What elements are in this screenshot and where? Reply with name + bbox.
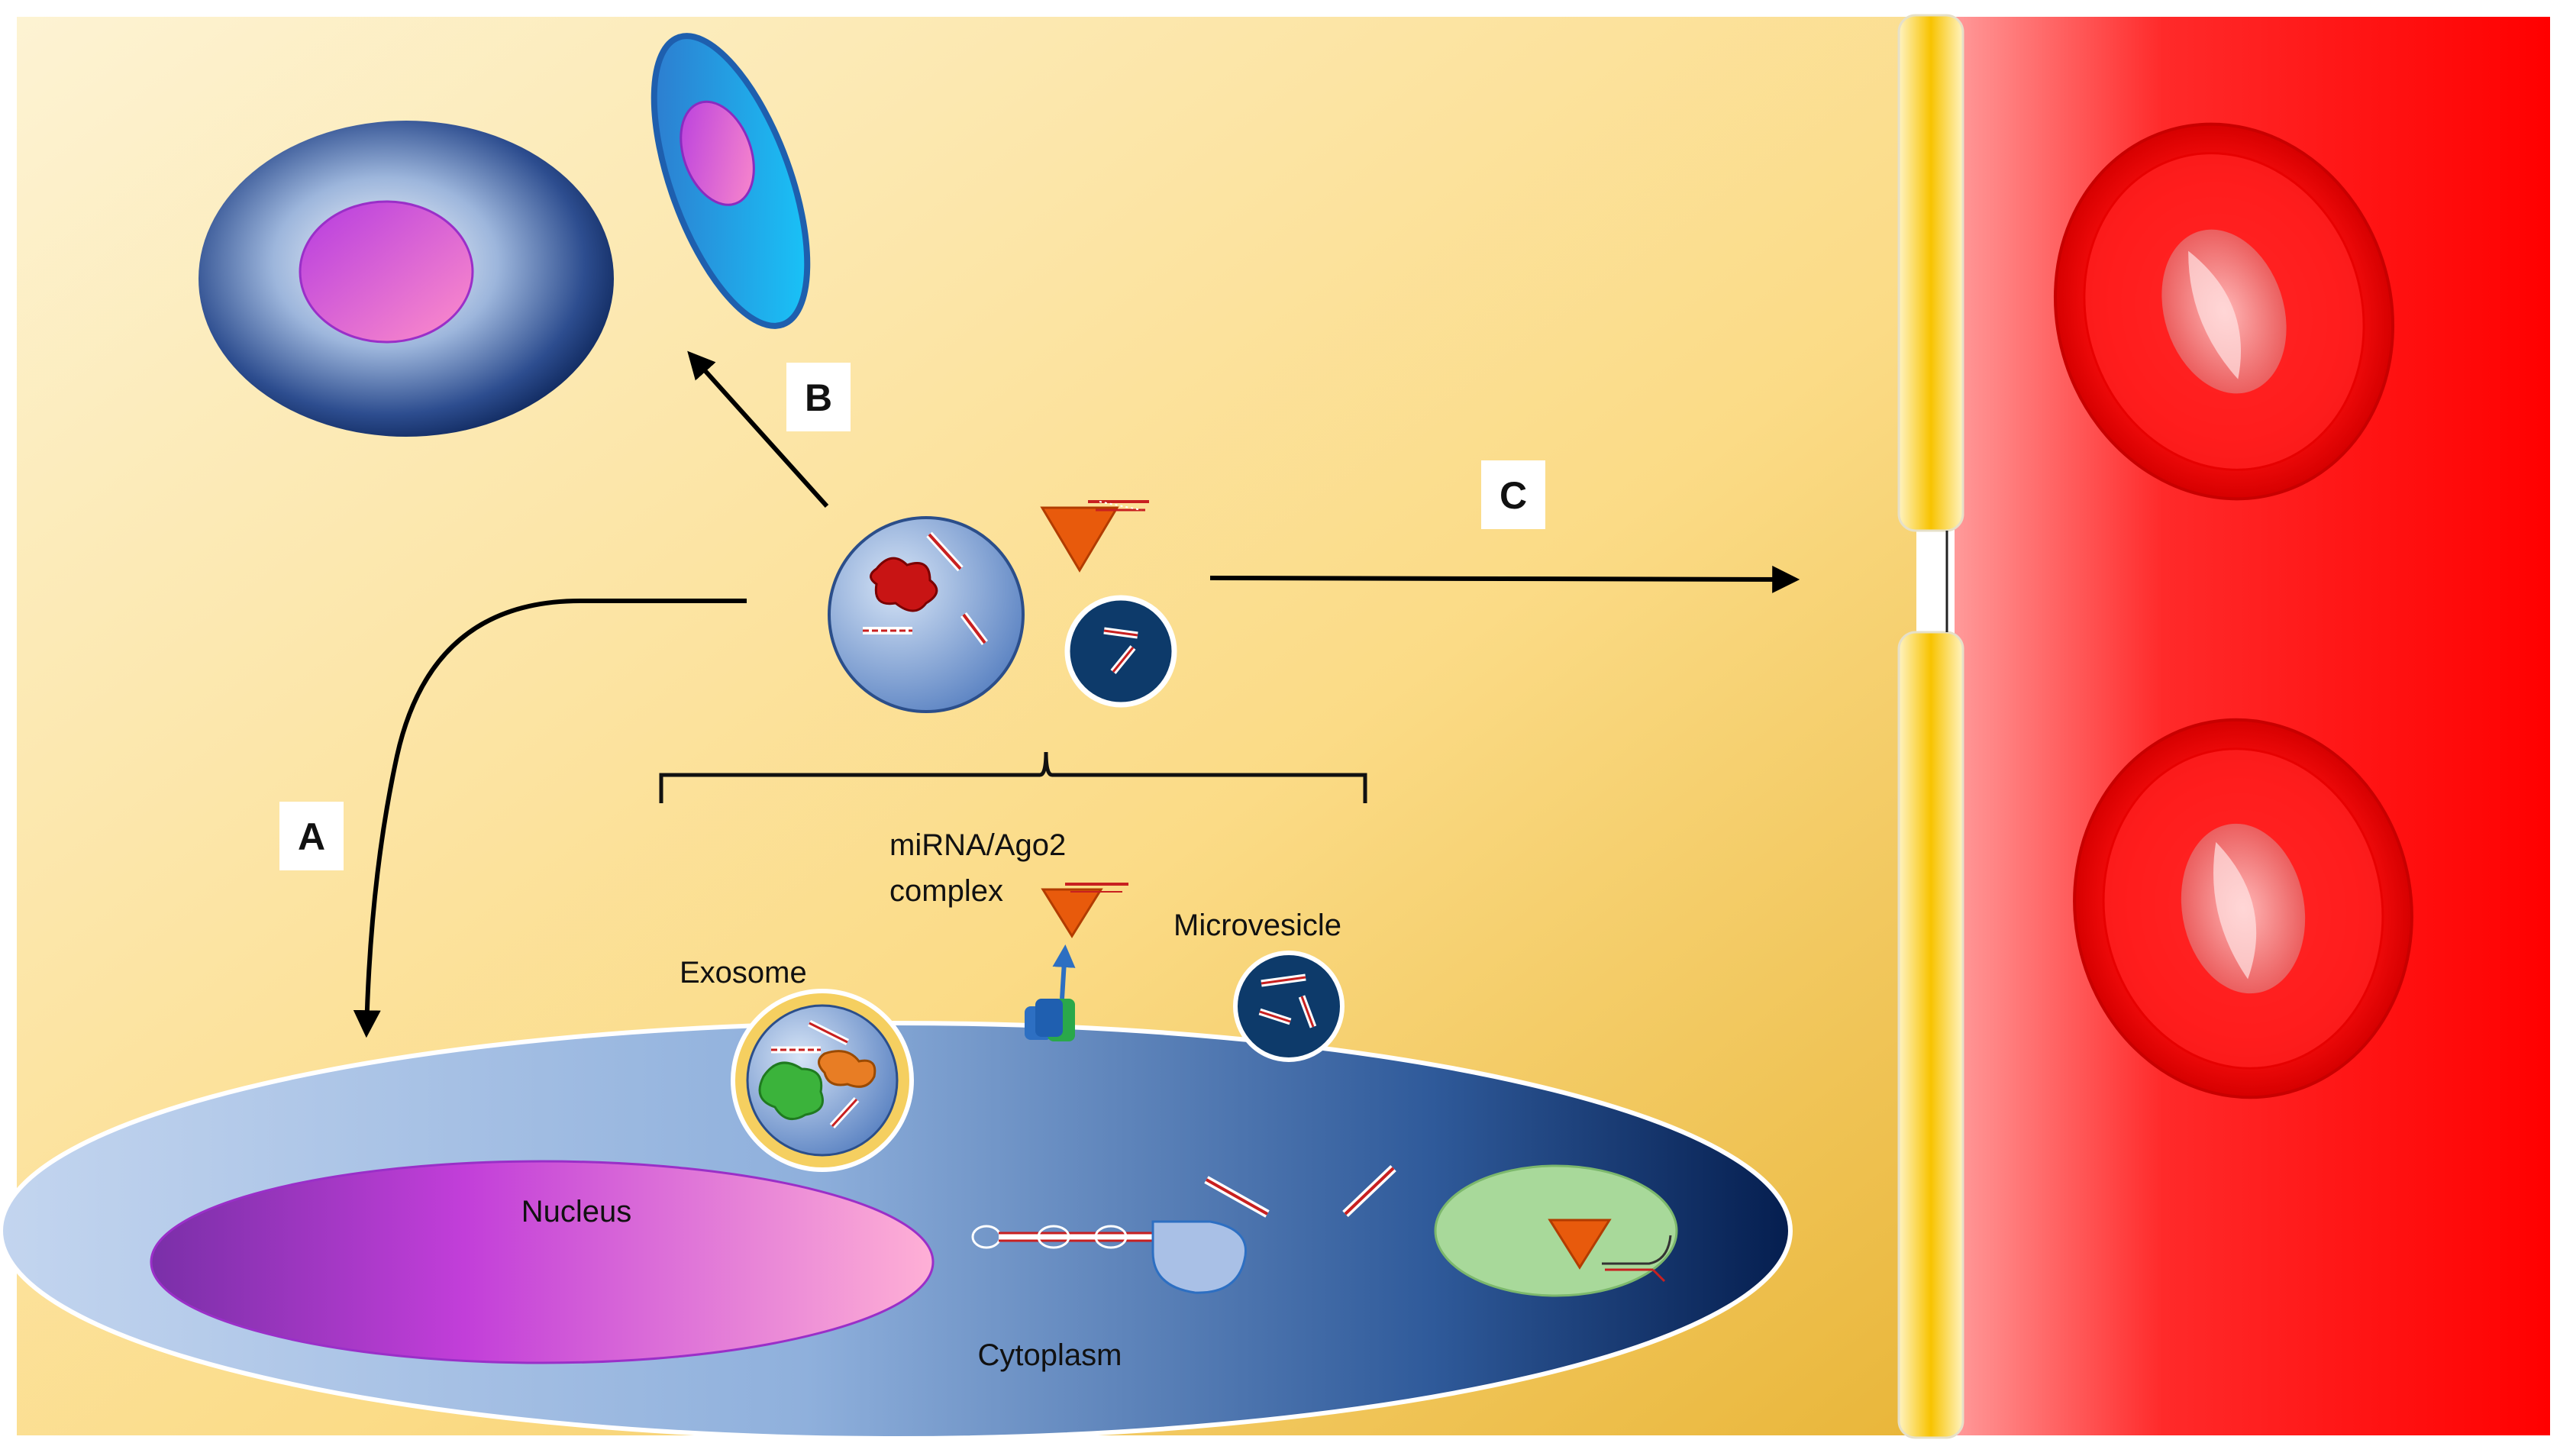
target-cell-oval [199,121,614,437]
mature-mirna-icon [1204,1176,1270,1218]
mature-mirna-icon [1342,1165,1396,1217]
grouping-brace [659,751,1367,803]
target-mrna-icon [1602,1235,1672,1265]
risc-compartment [1434,1164,1678,1297]
label-c: C [1500,474,1527,517]
protein-red-icon [870,557,938,612]
mirna-strand-icon [1103,627,1138,639]
mirna-strand-icon [1110,645,1136,674]
target-cell-oval-nucleus [299,200,474,344]
mirna-ago2-label-line2: complex [889,874,1003,908]
secretion-arrow [1052,944,1076,999]
label-a: A [298,815,325,858]
budding-microvesicle [1233,951,1345,1062]
label-box-a: A [279,802,344,870]
mirna-duplex-icon [1088,500,1149,512]
ago2-complex-secreting [1041,883,1128,999]
protein-orange-icon [818,1050,876,1088]
ago2-triangle-icon [1040,506,1119,573]
mirna-ago2-label-line1: miRNA/Ago2 [889,828,1066,862]
budding-exosome [731,989,914,1172]
label-box-b: B [786,363,851,431]
nucleus-label: Nucleus [521,1195,632,1228]
released-exosome [828,516,1025,713]
arrow-b [687,350,829,508]
vessel-wall-lower [1897,631,1964,1439]
mirna-strand-icon [960,612,988,646]
released-ago2-complex [1040,500,1149,573]
label-b: B [805,376,832,419]
ago2-triangle-icon [1548,1219,1612,1270]
vessel-wall [1897,14,1964,1439]
donor-nucleus [150,1160,935,1364]
arrow-a-path [353,599,747,1038]
vessel-wall-upper [1897,14,1964,532]
exosome-label: Exosome [680,956,807,989]
arrow-c [1209,565,1800,593]
target-cell-elongated-nucleus [680,100,755,206]
cytoplasm-label: Cytoplasm [978,1338,1122,1372]
pre-mirna-hairpin-icon [971,1225,1168,1249]
microvesicle-label: Microvesicle [1173,909,1341,942]
target-cell-elongated [650,33,811,329]
membrane-transporter-icon [1025,999,1075,1041]
red-blood-cell-lower [2073,718,2413,1099]
released-microvesicle [1064,595,1177,708]
label-box-c: C [1481,460,1545,529]
dicer-icon [1151,1220,1247,1294]
mirna-strand-icon [926,531,964,572]
donor-cell: Nucleus Cytoplasm [0,951,1793,1441]
ago2-triangle-icon [1041,888,1103,938]
protein-green-icon [758,1061,824,1121]
red-blood-cell-upper [2053,122,2395,501]
